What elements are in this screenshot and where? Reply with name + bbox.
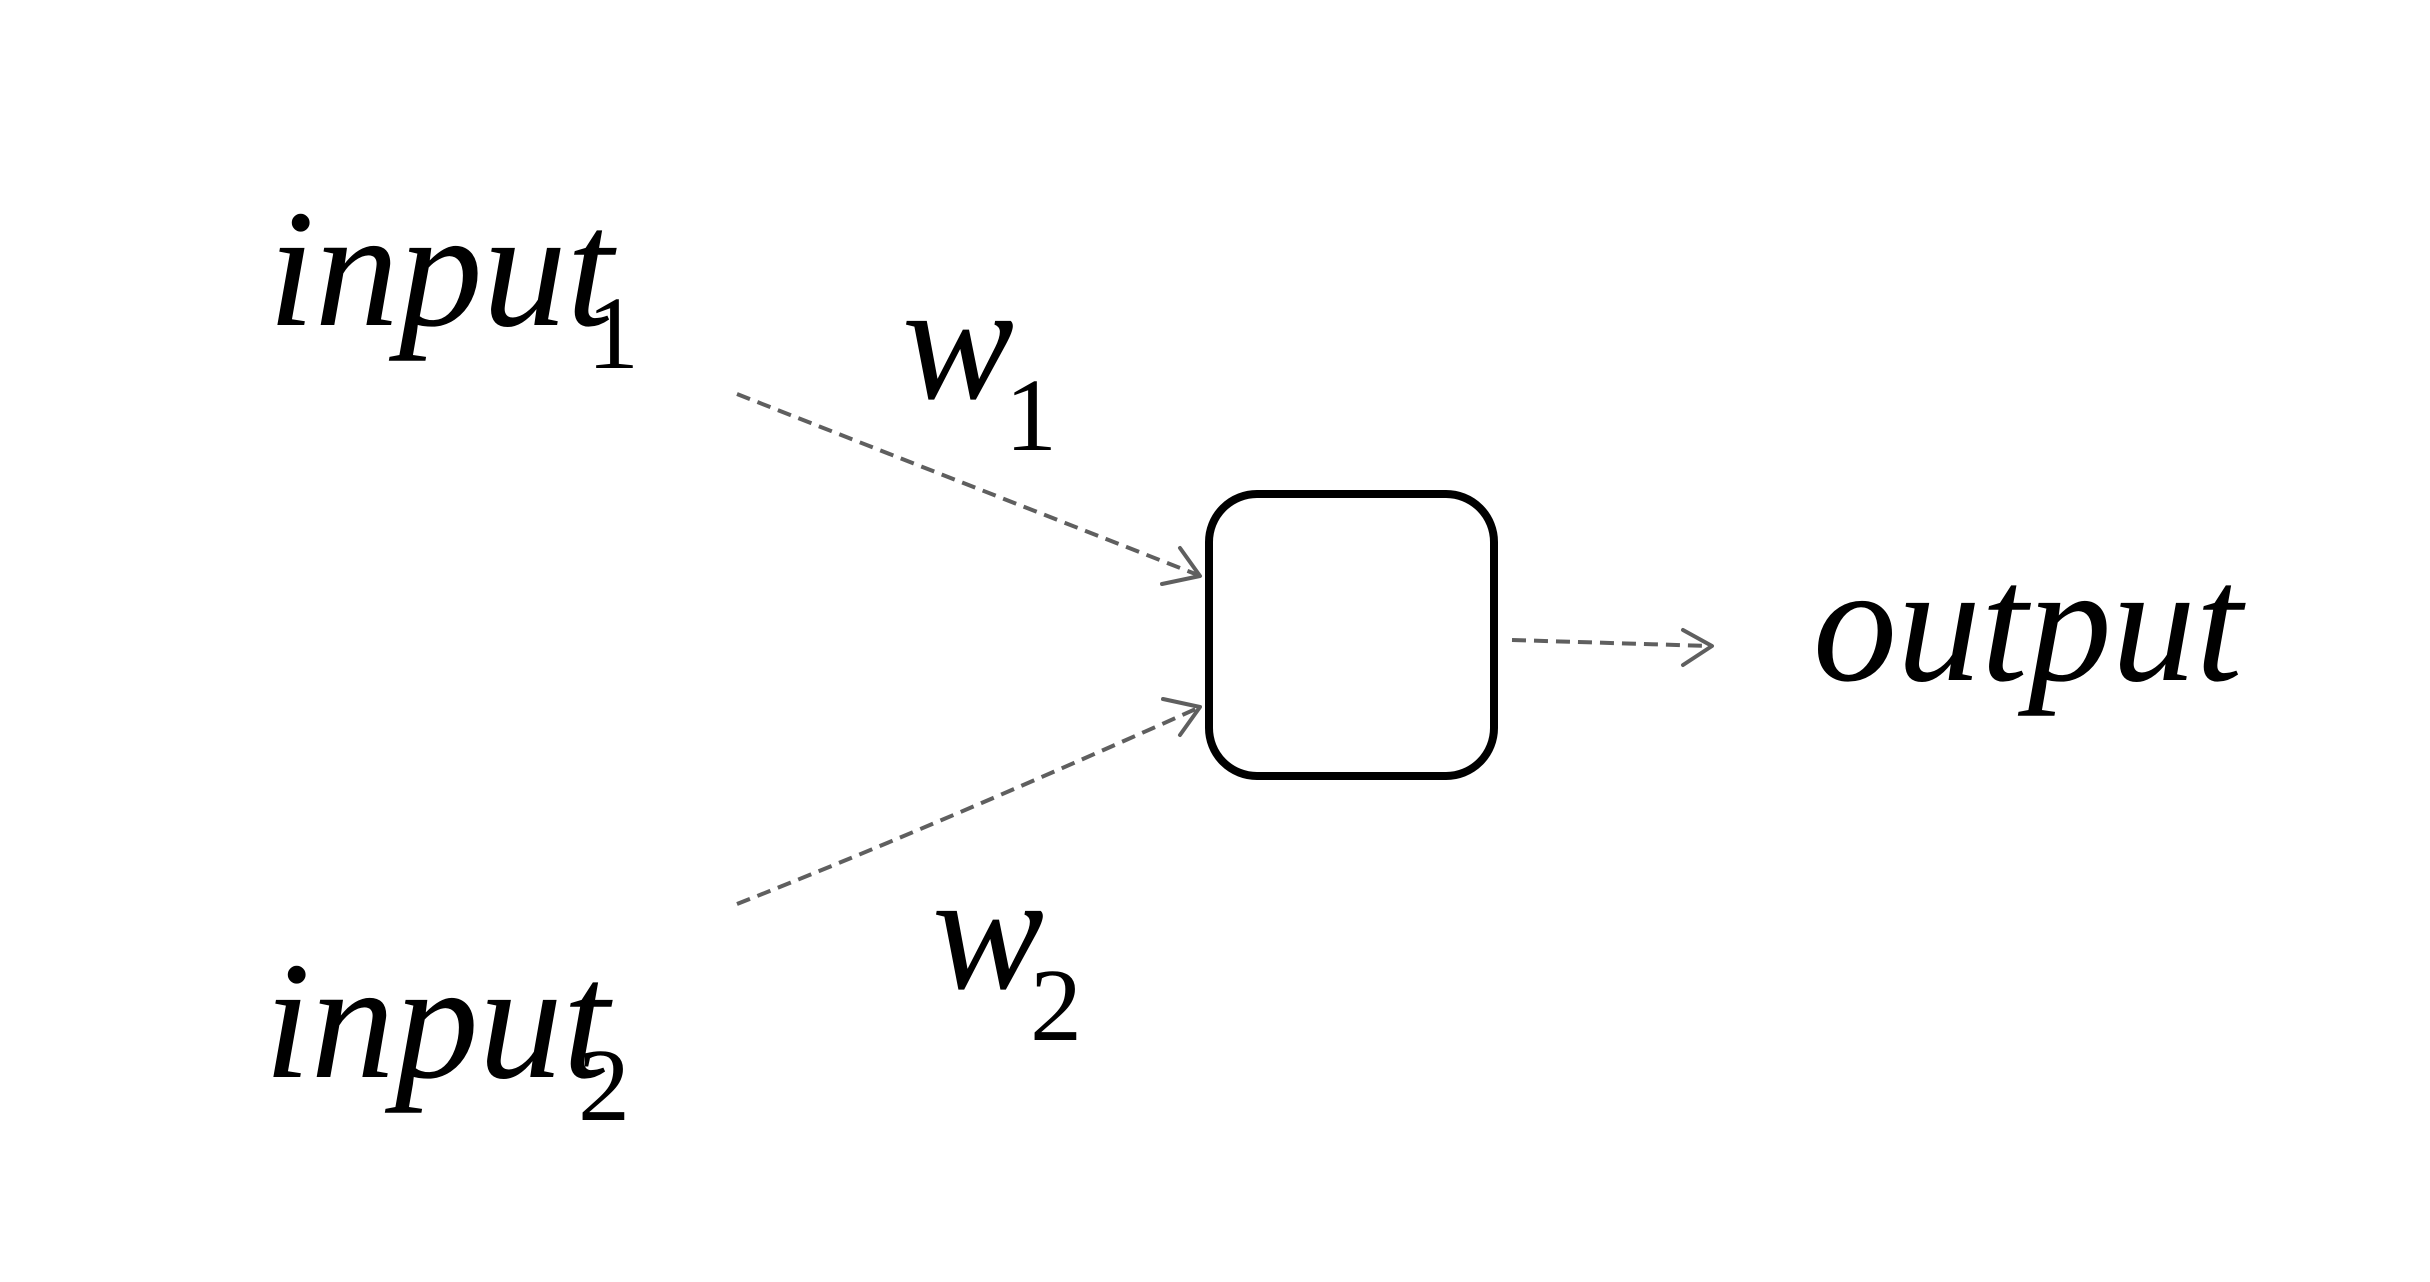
weight-2-label: w 2 <box>932 839 1082 1063</box>
arrowhead-input-2 <box>1161 697 1202 737</box>
connector-input-1 <box>736 392 1202 586</box>
input-2-subscript: 2 <box>578 1028 630 1143</box>
arrowhead-input-1 <box>1160 546 1202 586</box>
input-2-text: input <box>264 928 614 1114</box>
connector-input-2 <box>736 697 1202 906</box>
input-2-label: input 2 <box>264 928 630 1143</box>
input-1-label: input 1 <box>268 176 639 391</box>
input-1-text: input <box>268 176 618 362</box>
connector-input-1-line <box>736 392 1199 577</box>
input-1-subscript: 1 <box>587 276 639 391</box>
output-label: output <box>1813 531 2247 717</box>
weight-1-text: w <box>902 249 1014 435</box>
connector-output-line <box>1511 638 1711 648</box>
connector-output <box>1511 628 1714 667</box>
arrowhead-output <box>1681 628 1714 667</box>
connector-input-2-line <box>736 706 1199 906</box>
weight-1-label: w 1 <box>902 249 1057 473</box>
neuron-node <box>1205 490 1498 780</box>
weight-2-text: w <box>932 839 1044 1025</box>
weight-1-subscript: 1 <box>1005 358 1057 473</box>
weight-2-subscript: 2 <box>1030 948 1082 1063</box>
